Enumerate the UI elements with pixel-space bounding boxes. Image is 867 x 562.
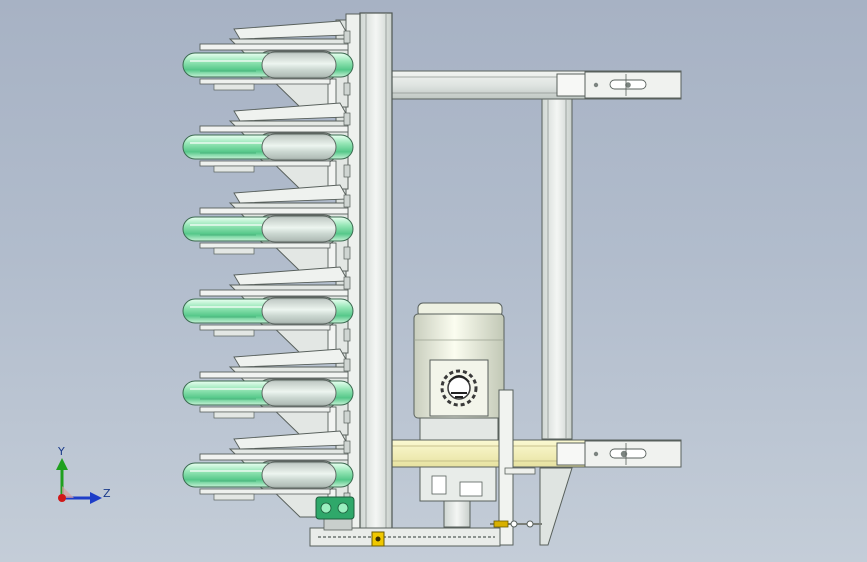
upper-slot-bracket[interactable] xyxy=(556,71,682,99)
gear-logo-icon xyxy=(440,369,478,407)
axis-triad: Y Z xyxy=(56,445,111,504)
x-axis-stub xyxy=(62,486,74,498)
gear-motor[interactable] xyxy=(413,302,536,546)
y-axis-label: Y xyxy=(57,445,65,458)
z-axis-label: Z xyxy=(103,487,111,500)
triad-origin-icon xyxy=(58,494,66,502)
conveyor-tier[interactable] xyxy=(182,20,354,108)
conveyor-tier-stack xyxy=(182,20,354,518)
green-bearing-block[interactable] xyxy=(315,496,355,520)
tension-rod[interactable] xyxy=(490,520,542,528)
conveyor-tier[interactable] xyxy=(182,266,354,354)
conveyor-tier[interactable] xyxy=(182,102,354,190)
conveyor-tier[interactable] xyxy=(182,184,354,272)
yellow-tensioner[interactable] xyxy=(371,531,385,547)
conveyor-tier[interactable] xyxy=(182,348,354,436)
lower-slot-bracket[interactable] xyxy=(556,440,682,468)
drive-base[interactable] xyxy=(309,517,501,547)
